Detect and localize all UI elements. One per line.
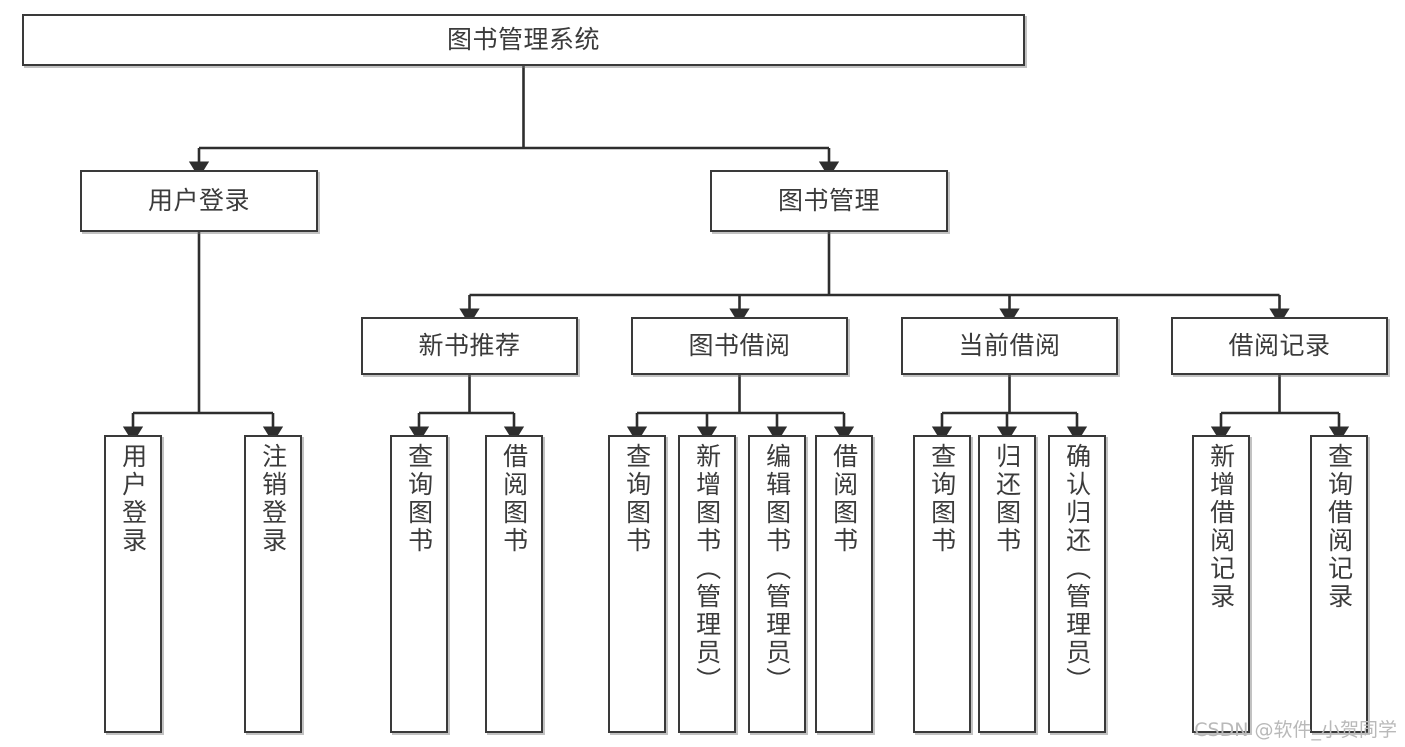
node-book-manage[interactable]: 图书管理 xyxy=(710,170,948,232)
node-leaf-borrow-book-1[interactable]: 借阅图书 xyxy=(485,435,543,733)
node-root[interactable]: 图书管理系统 xyxy=(22,14,1025,66)
node-leaf-edit-book[interactable]: 编辑图书（管理员） xyxy=(748,435,806,733)
node-leaf-borrow-book-2-label: 借阅图书 xyxy=(829,443,859,555)
node-leaf-add-book-label: 新增图书（管理员） xyxy=(692,443,722,695)
node-leaf-confirm-return[interactable]: 确认归还（管理员） xyxy=(1048,435,1106,733)
node-leaf-borrow-book-2[interactable]: 借阅图书 xyxy=(815,435,873,733)
node-leaf-add-record-label: 新增借阅记录 xyxy=(1206,443,1236,611)
node-user-login-label: 用户登录 xyxy=(147,186,250,216)
node-book-manage-label: 图书管理 xyxy=(777,186,880,216)
node-leaf-user-login-label: 用户登录 xyxy=(118,443,148,555)
node-book-borrow[interactable]: 图书借阅 xyxy=(631,317,848,375)
node-book-borrow-label: 图书借阅 xyxy=(688,331,791,361)
node-leaf-query-book-3[interactable]: 查询图书 xyxy=(913,435,971,733)
node-leaf-query-book-1[interactable]: 查询图书 xyxy=(390,435,448,733)
node-new-book-rec-label: 新书推荐 xyxy=(418,331,521,361)
node-leaf-borrow-book-1-label: 借阅图书 xyxy=(499,443,529,555)
node-leaf-user-login[interactable]: 用户登录 xyxy=(104,435,162,733)
node-leaf-query-book-2-label: 查询图书 xyxy=(622,443,652,555)
node-new-book-rec[interactable]: 新书推荐 xyxy=(361,317,578,375)
node-current-borrow[interactable]: 当前借阅 xyxy=(901,317,1118,375)
node-root-label: 图书管理系统 xyxy=(446,25,600,55)
node-leaf-confirm-return-label: 确认归还（管理员） xyxy=(1062,443,1092,695)
node-current-borrow-label: 当前借阅 xyxy=(958,331,1061,361)
node-leaf-edit-book-label: 编辑图书（管理员） xyxy=(762,443,792,695)
node-borrow-record-label: 借阅记录 xyxy=(1228,331,1331,361)
node-borrow-record[interactable]: 借阅记录 xyxy=(1171,317,1388,375)
node-leaf-query-book-3-label: 查询图书 xyxy=(927,443,957,555)
node-leaf-add-record[interactable]: 新增借阅记录 xyxy=(1192,435,1250,733)
node-leaf-query-record[interactable]: 查询借阅记录 xyxy=(1310,435,1368,733)
node-leaf-add-book[interactable]: 新增图书（管理员） xyxy=(678,435,736,733)
node-leaf-logout-label: 注销登录 xyxy=(258,443,288,555)
node-leaf-query-book-1-label: 查询图书 xyxy=(404,443,434,555)
node-leaf-return-book[interactable]: 归还图书 xyxy=(978,435,1036,733)
node-leaf-query-record-label: 查询借阅记录 xyxy=(1324,443,1354,611)
node-leaf-return-book-label: 归还图书 xyxy=(992,443,1022,555)
node-user-login[interactable]: 用户登录 xyxy=(80,170,318,232)
node-leaf-logout[interactable]: 注销登录 xyxy=(244,435,302,733)
node-leaf-query-book-2[interactable]: 查询图书 xyxy=(608,435,666,733)
watermark-text: CSDN @软件_小贺同学 xyxy=(1194,719,1397,741)
